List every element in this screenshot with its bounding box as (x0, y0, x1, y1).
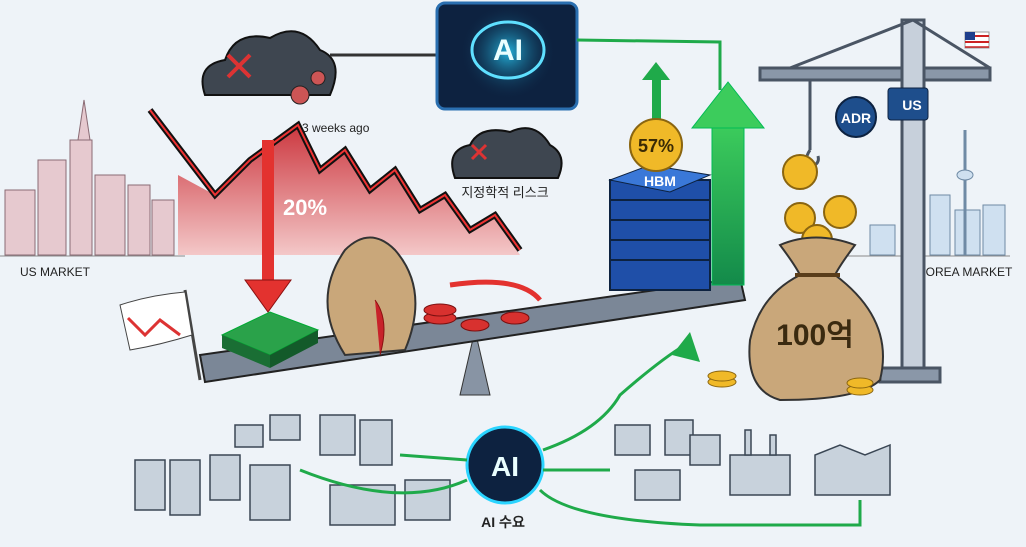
decline-percent: 20% (283, 195, 327, 220)
percent-coin: 57% (629, 118, 683, 172)
us-label: US (902, 97, 921, 113)
hbm-stack: HBM (608, 164, 712, 291)
geopolitical-risk-cloud-icon (451, 127, 563, 179)
ai-demand-caption: AI 수요 (481, 514, 525, 530)
money-bag-label: 100억 (776, 319, 854, 352)
time-label: 3 weeks ago (302, 121, 370, 135)
gold-coin-stacks (707, 370, 874, 396)
broken-cloud-icon (201, 30, 337, 105)
us-city-skyline (4, 99, 175, 256)
risk-label: 지정학적 리스크 (461, 185, 548, 200)
torn-money-bag-icon (326, 236, 417, 357)
ai-brain-panel: AI (435, 1, 579, 111)
green-connector (576, 38, 722, 90)
ai-demand-node: AI (465, 425, 545, 505)
server-racks (134, 414, 451, 526)
bottom-ai-label: AI (491, 451, 519, 482)
down-arrow-icon (244, 140, 292, 313)
adr-badge: ADR (835, 96, 877, 138)
falling-flag-icon (119, 289, 202, 381)
network-lines (299, 343, 862, 527)
factories (614, 419, 891, 501)
korea-city-skyline (869, 130, 1006, 256)
small-up-arrowhead (642, 62, 670, 80)
percent-coin-label: 57% (638, 136, 674, 156)
big-up-arrow-icon (690, 81, 766, 286)
green-arrowhead-icon (672, 332, 700, 362)
us-cabin: US (887, 87, 929, 121)
chip-icon (220, 311, 320, 368)
korea-market-label: KOREA MARKET (918, 265, 1013, 279)
us-flag-icon (964, 31, 990, 49)
money-bag-icon: 100억 (748, 236, 884, 402)
red-curved-arrow-icon (449, 279, 542, 302)
us-market-label: US MARKET (20, 265, 91, 279)
small-up-arrow-icon (652, 75, 661, 125)
adr-label: ADR (841, 110, 871, 126)
red-coins (423, 303, 530, 332)
hbm-label: HBM (644, 173, 676, 189)
ai-label: AI (493, 34, 523, 67)
